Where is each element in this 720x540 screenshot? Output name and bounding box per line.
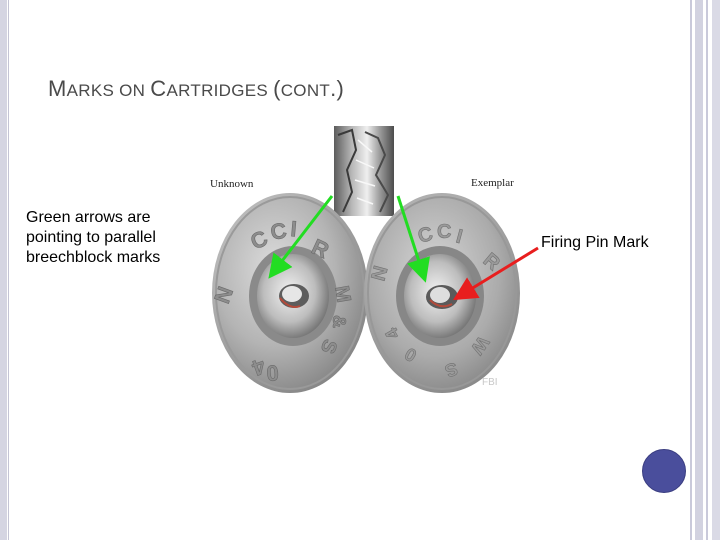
left-border-line xyxy=(8,0,9,540)
headstamp-char: I xyxy=(290,216,298,241)
red-arrow-firing-pin xyxy=(452,246,539,301)
right-border-stripe xyxy=(690,0,692,540)
photo-watermark: FBI xyxy=(482,377,498,388)
slide-nav-circle[interactable] xyxy=(642,449,686,493)
title-part: ARKS ON xyxy=(66,81,151,100)
right-border-stripe xyxy=(695,0,703,540)
green-arrow-left xyxy=(268,195,334,279)
headstamp-char: C xyxy=(437,221,451,243)
firing-pin-caption: Firing Pin Mark xyxy=(541,234,649,251)
title-part: ( xyxy=(273,76,281,101)
title-part: ARTRIDGES xyxy=(166,81,274,100)
headstamp-char: C xyxy=(416,223,436,248)
label-exemplar: Exemplar xyxy=(471,177,514,189)
headstamp-char: 0 xyxy=(265,360,279,386)
right-border-stripe xyxy=(706,0,708,540)
right-border-stripe xyxy=(712,0,720,540)
headstamp-char: N xyxy=(368,264,393,284)
headstamp-char: I xyxy=(454,226,465,249)
breechblock-caption: Green arrows are pointing to parallel br… xyxy=(26,209,161,266)
headstamp-char: C xyxy=(269,218,289,245)
title-part: CONT xyxy=(280,81,331,100)
headstamp-char: M xyxy=(330,284,355,304)
title-part: .) xyxy=(330,76,345,101)
headstamp-char: & xyxy=(329,315,349,328)
label-unknown: Unknown xyxy=(210,178,254,190)
exemplar-cartridge-head: C C I R N 4 0 S W FBI xyxy=(364,193,520,393)
slide-title: MARKS ON CARTRIDGES (CONT.) xyxy=(48,76,344,102)
title-part: C xyxy=(150,76,167,101)
green-arrow-right xyxy=(396,195,430,283)
left-border-bar xyxy=(0,0,7,540)
title-part: M xyxy=(48,76,67,101)
breechblock-closeup-inset xyxy=(334,126,394,216)
